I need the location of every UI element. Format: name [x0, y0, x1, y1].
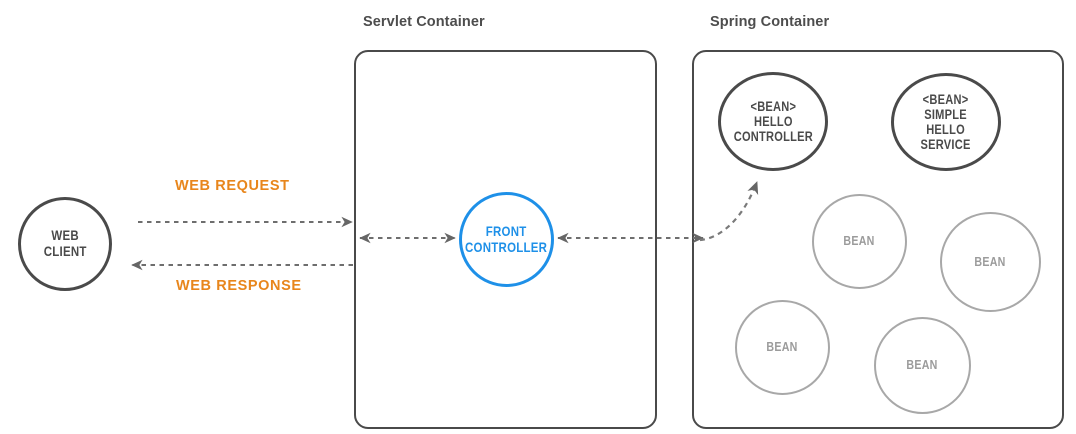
node-bean-2-label: BEAN — [974, 253, 1007, 269]
node-bean-1-label: BEAN — [843, 233, 876, 249]
node-bean-4-label: BEAN — [906, 357, 939, 373]
node-front-controller[interactable]: FRONT CONTROLLER — [459, 192, 554, 287]
node-hello-controller-label: <BEAN> HELLO CONTROLLER — [733, 98, 813, 145]
node-bean-3[interactable]: BEAN — [735, 300, 830, 395]
node-front-controller-label: FRONT CONTROLLER — [465, 222, 548, 255]
node-bean-1[interactable]: BEAN — [812, 194, 907, 289]
node-bean-2[interactable]: BEAN — [940, 212, 1041, 312]
node-hello-controller[interactable]: <BEAN> HELLO CONTROLLER — [718, 72, 828, 171]
web-response-label: WEB RESPONSE — [176, 278, 302, 294]
servlet-container-label: Servlet Container — [363, 14, 485, 30]
node-simple-hello-service[interactable]: <BEAN> SIMPLE HELLO SERVICE — [891, 73, 1001, 171]
node-bean-3-label: BEAN — [766, 339, 799, 355]
node-simple-hello-service-label: <BEAN> SIMPLE HELLO SERVICE — [920, 91, 972, 153]
node-bean-4[interactable]: BEAN — [874, 317, 971, 414]
spring-container-label: Spring Container — [710, 14, 830, 30]
node-web-client-label: WEB CLIENT — [43, 227, 87, 259]
web-request-label: WEB REQUEST — [175, 178, 290, 194]
node-web-client[interactable]: WEB CLIENT — [18, 197, 112, 291]
